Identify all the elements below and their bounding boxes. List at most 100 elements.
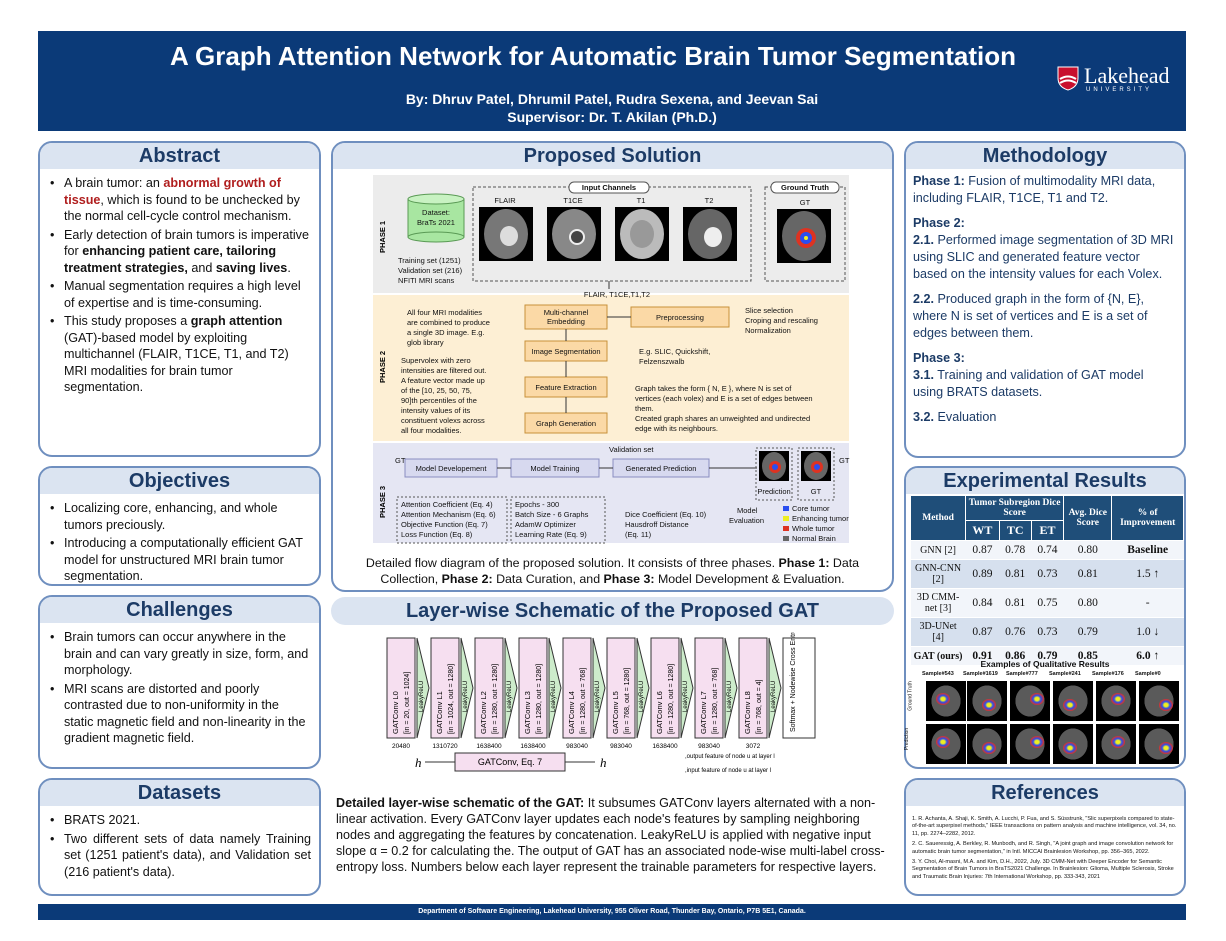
svg-text:Embedding: Embedding <box>547 317 585 326</box>
svg-text:Normal Brain: Normal Brain <box>792 534 836 543</box>
table-cell: 0.78 <box>999 540 1032 560</box>
table-cell: Baseline <box>1111 540 1184 560</box>
layer-name: GATConv L8 <box>743 691 752 734</box>
def-line: ,output feature of node u at layer l <box>685 754 775 760</box>
phase31-text: 3.1. Training and validation of GAT mode… <box>913 368 1144 399</box>
gat-schematic: GATConv L0[in = 20, out = 1024]20480Leak… <box>386 632 816 774</box>
layerwise-title: Layer-wise Schematic of the Proposed GAT <box>331 597 894 625</box>
proposed-solution-panel: Proposed Solution PHASE 1 PHASE 2 PHASE … <box>331 141 894 592</box>
svg-text:Generated Prediction: Generated Prediction <box>626 464 697 473</box>
seg-example: E.g. SLIC, Quickshift, <box>639 347 710 356</box>
svg-text:Model Training: Model Training <box>530 464 579 473</box>
pre-bullet: Croping and rescaling <box>745 316 818 325</box>
model-eval-label: Model <box>737 506 758 515</box>
p3-item: Loss Function (Eq. 8) <box>401 530 473 539</box>
mri-thumbnail <box>1139 724 1179 764</box>
pre-bullet: Normalization <box>745 326 791 335</box>
svg-text:Graph Generation: Graph Generation <box>536 419 596 428</box>
flow-diagram: PHASE 1 PHASE 2 PHASE 3 Dataset: BraTs 2… <box>373 175 850 544</box>
table-cell: 0.80 <box>1063 588 1112 618</box>
gatconv-layer-box <box>474 637 504 739</box>
layer-dims: [in = 1024, out = 1280] <box>448 664 455 734</box>
references-panel: References 1. R. Achanta, A. Shaji, K. S… <box>904 778 1186 896</box>
sample-label: Sample#777 <box>1006 671 1038 677</box>
layer-name: GATConv L3 <box>523 691 532 734</box>
objectives-list: Localizing core, enhancing, and whole tu… <box>50 500 311 587</box>
abstract-list: A brain tumor: an abnormal growth of tis… <box>50 175 311 398</box>
gt-image-small <box>801 451 831 481</box>
table-cell: 6.0 ↑ <box>1111 646 1184 666</box>
table-cell: 0.91 <box>965 646 1000 666</box>
mri-thumbnail <box>1053 724 1093 764</box>
layer-params: 1638400 <box>476 743 502 750</box>
channels-label: FLAIR, T1CE,T1,T2 <box>584 290 650 299</box>
h-out: h <box>600 755 607 770</box>
mri-t1-image <box>615 207 669 261</box>
challenges-panel: Challenges Brain tumors can occur anywhe… <box>38 595 321 769</box>
layer-params: 1638400 <box>520 743 546 750</box>
training-set-label: Training set (1251) <box>398 256 461 265</box>
table-cell: 0.84 <box>965 588 1000 618</box>
p3-item: Batch Size - 6 Graphs <box>515 510 589 519</box>
gt-image <box>777 209 831 263</box>
col-header: ET <box>1030 520 1065 541</box>
table-cell: 0.85 <box>1063 646 1112 666</box>
layer-params: 983040 <box>566 743 588 750</box>
p3-item: Attention Mechanism (Eq. 6) <box>401 510 496 519</box>
phase21-text: 2.1. Performed image segmentation of 3D … <box>913 233 1174 281</box>
row-label: Prediction <box>904 727 911 751</box>
phase1-label: PHASE 1 <box>378 221 387 253</box>
table-cell: 0.76 <box>999 617 1032 647</box>
sample-label: Sample#241 <box>1049 671 1081 677</box>
svg-text:Dataset:: Dataset: <box>422 208 450 217</box>
phase32-text: 3.2. Evaluation <box>913 410 997 424</box>
sample-label: Sample#176 <box>1092 671 1124 677</box>
svg-text:Feature Extraction: Feature Extraction <box>535 383 596 392</box>
results-panel: Experimental Results Method Tumor Subreg… <box>904 466 1186 769</box>
leakyrelu-label: LeakyReLU <box>551 681 557 712</box>
table-cell: 0.73 <box>1031 559 1064 589</box>
phase1-text: Phase 1: Fusion of multimodality MRI dat… <box>913 174 1156 205</box>
svg-text:Whole tumor: Whole tumor <box>792 524 835 533</box>
proposed-title: Proposed Solution <box>333 143 892 169</box>
col-header: Tumor Subregion Dice Score <box>965 495 1065 521</box>
h-in: h <box>415 755 422 770</box>
layer-dims: [in = 1280, out = 1280] <box>492 664 499 734</box>
mri-thumbnail <box>1139 681 1179 721</box>
p3-item: Attention Coefficient (Eq. 4) <box>401 500 493 509</box>
layerwise-description: Detailed layer-wise schematic of the GAT… <box>336 796 885 874</box>
svg-text:Preprocessing: Preprocessing <box>656 313 704 322</box>
leakyrelu-label: LeakyReLU <box>639 681 645 712</box>
gt-frame <box>797 447 835 501</box>
phase3-heading: Phase 3: <box>913 351 965 365</box>
list-item: Early detection of brain tumors is imper… <box>50 227 311 277</box>
table-cell: GAT (ours) <box>910 646 966 666</box>
def-line: ,input feature of node u at layer l <box>685 768 771 774</box>
mri-flair-image <box>479 207 533 261</box>
gatconv-layer-box <box>694 637 724 739</box>
list-item: A brain tumor: an abnormal growth of tis… <box>50 175 311 225</box>
layer-name: GATConv L4 <box>567 691 576 734</box>
gatconv-layer-box <box>650 637 680 739</box>
leakyrelu-block <box>504 637 518 739</box>
p3-item: Objective Function (Eq. 7) <box>401 520 488 529</box>
leakyrelu-block <box>548 637 562 739</box>
phase3-label: PHASE 3 <box>378 486 387 518</box>
graph-text: Graph takes the form { N, E }, where N i… <box>635 384 792 393</box>
svg-text:Image Segmentation: Image Segmentation <box>531 347 600 356</box>
layer-params: 1310720 <box>432 743 458 750</box>
author-line: By: Dhruv Patel, Dhrumil Patel, Rudra Se… <box>405 91 819 107</box>
validation-set-arrow-label: Validation set <box>609 445 654 454</box>
layer-params: 983040 <box>698 743 720 750</box>
t1-label: T1 <box>637 196 646 205</box>
leakyrelu-label: LeakyReLU <box>595 681 601 712</box>
sample-label: Sample#0 <box>1135 671 1161 677</box>
svg-text:Model Developement: Model Developement <box>416 464 488 473</box>
gt-side-label: GT <box>839 456 850 465</box>
pre-bullet: Slice selection <box>745 306 793 315</box>
p3-item: AdamW Optimizer <box>515 520 576 529</box>
svg-text:Ground Truth: Ground Truth <box>781 183 829 192</box>
